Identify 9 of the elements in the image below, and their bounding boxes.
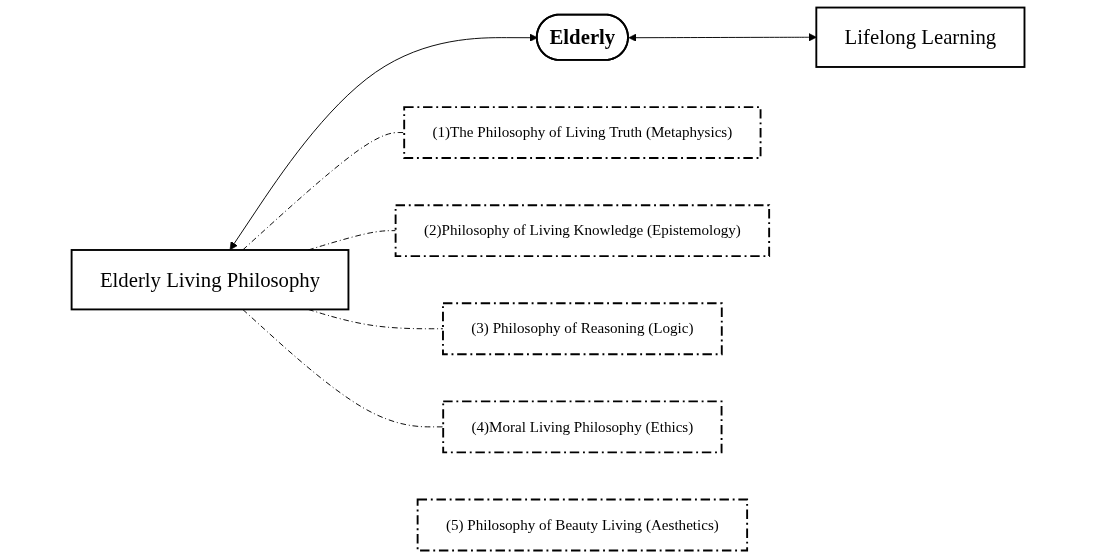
connector — [242, 308, 444, 428]
node-box: (3) Philosophy of Reasoning (Logic) — [442, 302, 723, 356]
node-box: (1)The Philosophy of Living Truth (Metaphysics) — [403, 106, 762, 159]
node-box: Elderly Living Philosophy — [70, 249, 350, 311]
connector — [242, 132, 405, 251]
node-box: (2)Philosophy of Living Knowledge (Epistemology) — [394, 204, 771, 258]
node-box: (5) Philosophy of Beauty Living (Aesthetics) — [416, 498, 749, 552]
node-box: (4)Moral Living Philosophy (Ethics) — [442, 400, 723, 454]
node-box: Lifelong Learning — [815, 6, 1026, 68]
